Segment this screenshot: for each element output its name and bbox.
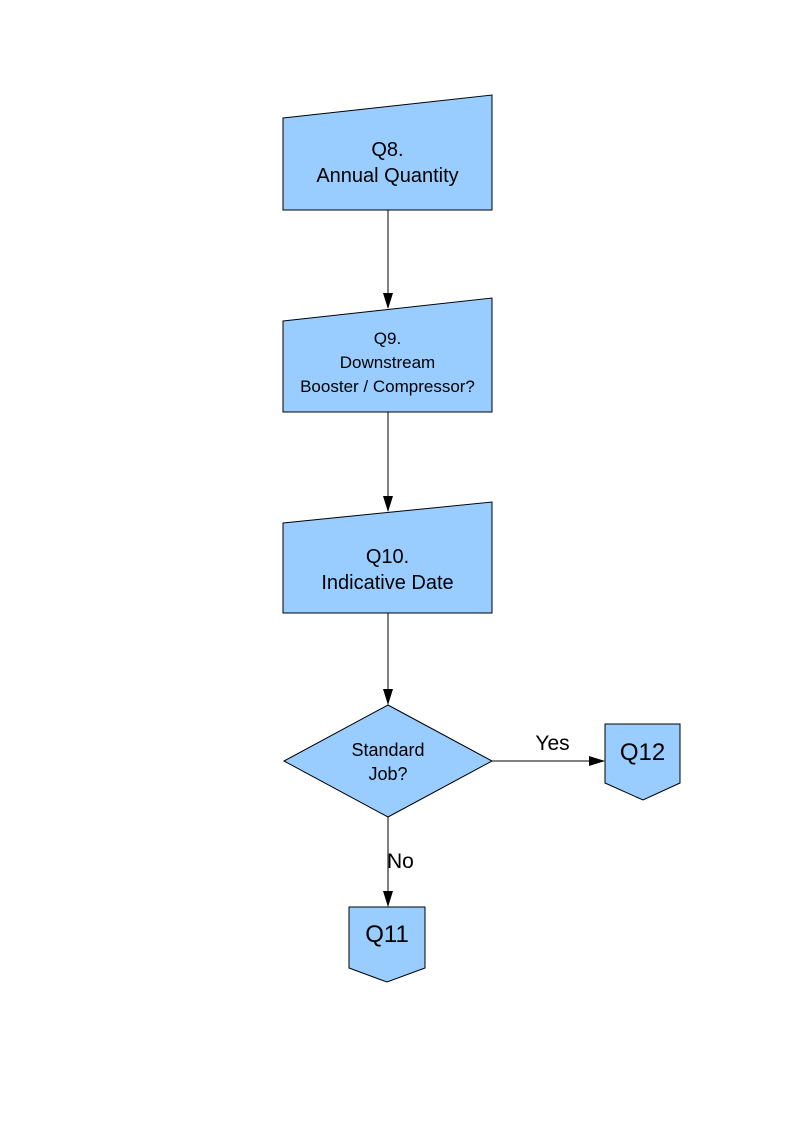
node-q9-label: Q9. Downstream Booster / Compressor? — [283, 327, 492, 399]
node-standard-job-shape — [282, 704, 494, 818]
node-standard-job-line2: Job? — [368, 764, 408, 784]
node-q10-line1: Q10. — [365, 546, 410, 568]
node-q11-line1: Q11 — [365, 921, 409, 948]
node-q9-line1: Q9. — [373, 329, 402, 348]
node-standard-job-line1: Standard — [351, 740, 425, 760]
edge-yes-label: Yes — [535, 732, 570, 755]
edge-no-label: No — [387, 850, 414, 873]
node-q8-label: Q8. Annual Quantity — [283, 137, 492, 189]
node-q10-line2: Indicative Date — [321, 572, 454, 594]
node-q10-label: Q10. Indicative Date — [283, 544, 492, 596]
node-q8-line2: Annual Quantity — [316, 165, 459, 187]
node-q12-shape — [604, 723, 681, 801]
node-q8-shape — [282, 94, 493, 211]
node-standard-job-label: Standard Job? — [284, 738, 492, 786]
node-q11-shape — [348, 906, 426, 983]
node-q8-line1: Q8. — [371, 139, 404, 161]
node-q11-label: Q11 — [349, 922, 425, 948]
node-q9-shape — [282, 297, 493, 413]
node-q10-shape — [282, 501, 493, 614]
node-q12-label: Q12 — [605, 740, 680, 766]
node-q9-line3: Booster / Compressor? — [300, 377, 475, 396]
node-q9-line2: Downstream — [339, 353, 436, 372]
node-q12-line1: Q12 — [619, 739, 666, 766]
